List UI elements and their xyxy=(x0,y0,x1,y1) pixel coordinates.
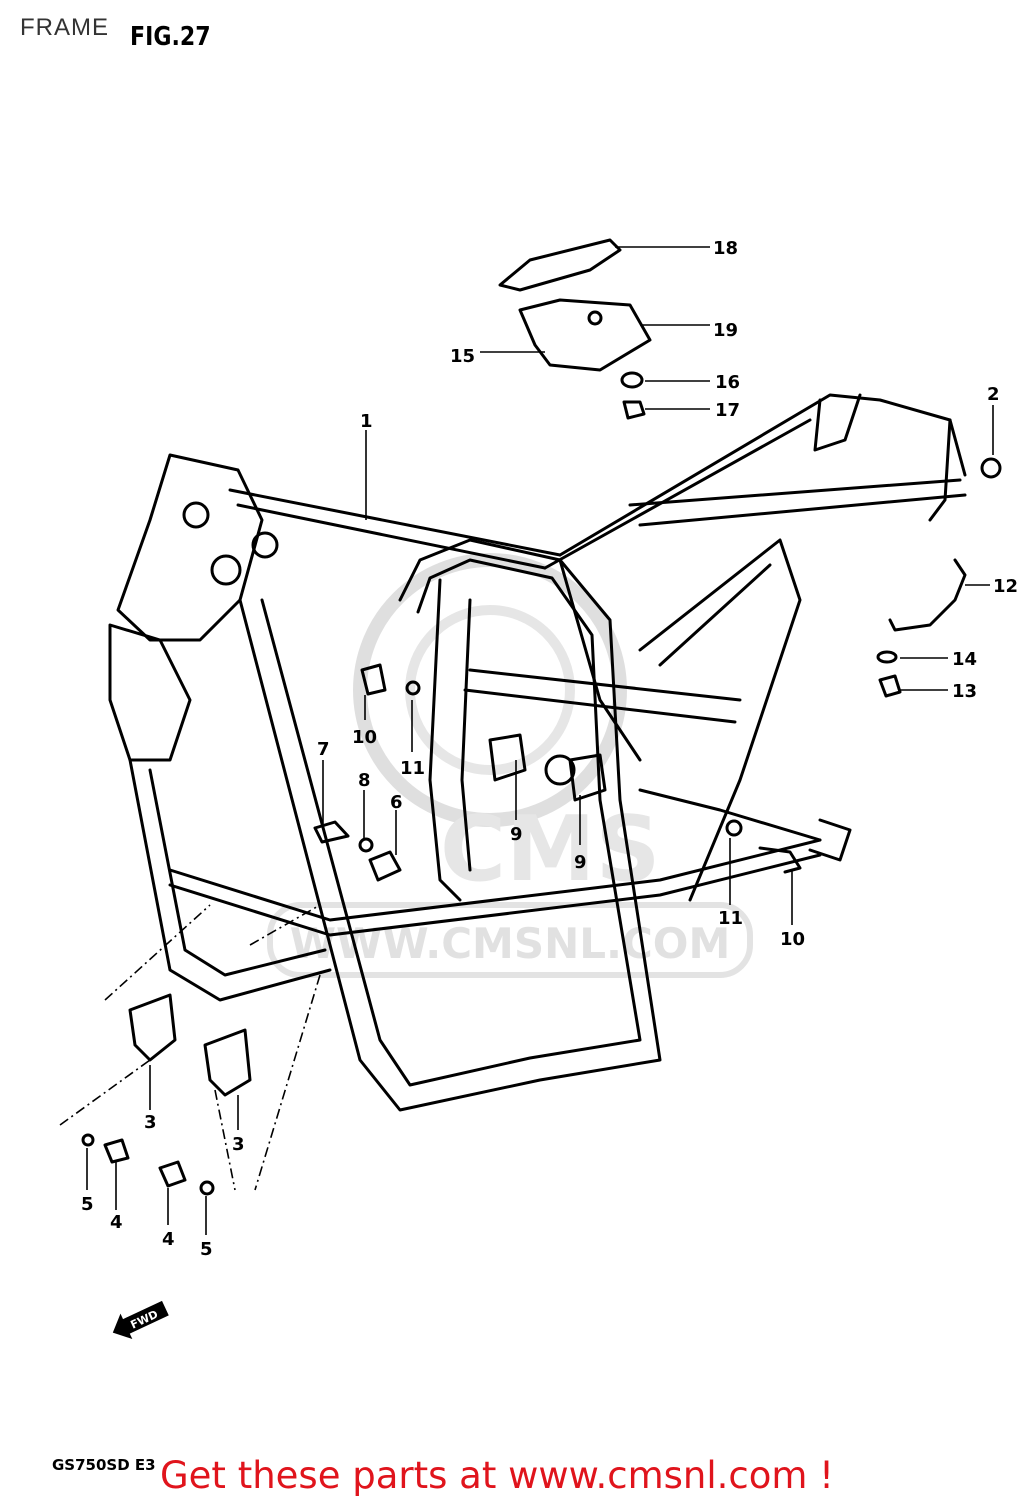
callout-19: 19 xyxy=(713,320,738,341)
callout-11-right: 11 xyxy=(718,908,743,929)
callout-10-left: 10 xyxy=(352,727,377,748)
callout-2: 2 xyxy=(987,384,1000,405)
figure-number: FIG.27 xyxy=(130,22,211,52)
cta-link[interactable]: Get these parts at www.cmsnl.com ! xyxy=(160,1454,835,1497)
callout-15: 15 xyxy=(450,346,475,367)
leader-lines xyxy=(86,246,994,1235)
callout-5-left: 5 xyxy=(81,1194,94,1215)
callout-labels: 18 19 15 16 17 1 2 12 14 13 10 11 7 8 6 … xyxy=(81,238,1018,1260)
callout-3-left: 3 xyxy=(144,1112,157,1133)
callout-9-left: 9 xyxy=(510,824,523,845)
frame-drawing xyxy=(81,238,1002,1196)
forward-arrow-icon: FWD xyxy=(112,1300,169,1340)
callout-8: 8 xyxy=(358,770,371,791)
callout-4-right: 4 xyxy=(162,1229,175,1250)
callout-10-right: 10 xyxy=(780,929,805,950)
callout-16: 16 xyxy=(715,372,740,393)
callout-5-right: 5 xyxy=(200,1239,213,1260)
callout-1: 1 xyxy=(360,411,373,432)
callout-18: 18 xyxy=(713,238,738,259)
section-title: FRAME xyxy=(20,14,109,41)
callout-12: 12 xyxy=(993,576,1018,597)
callout-14: 14 xyxy=(952,649,977,670)
callout-17: 17 xyxy=(715,400,740,421)
model-code: GS750SD E3 xyxy=(52,1456,156,1474)
callout-4-left: 4 xyxy=(110,1212,123,1233)
callout-13: 13 xyxy=(952,681,977,702)
watermark-url: WWW.CMSNL.COM xyxy=(290,919,731,968)
assembly-lines xyxy=(59,904,321,1191)
callout-6: 6 xyxy=(390,792,403,813)
callout-11-left: 11 xyxy=(400,758,425,779)
callout-7: 7 xyxy=(317,739,330,760)
callout-3-right: 3 xyxy=(232,1134,245,1155)
callout-9-right: 9 xyxy=(574,852,587,873)
watermark-logo: CMS WWW.CMSNL.COM xyxy=(267,553,753,978)
